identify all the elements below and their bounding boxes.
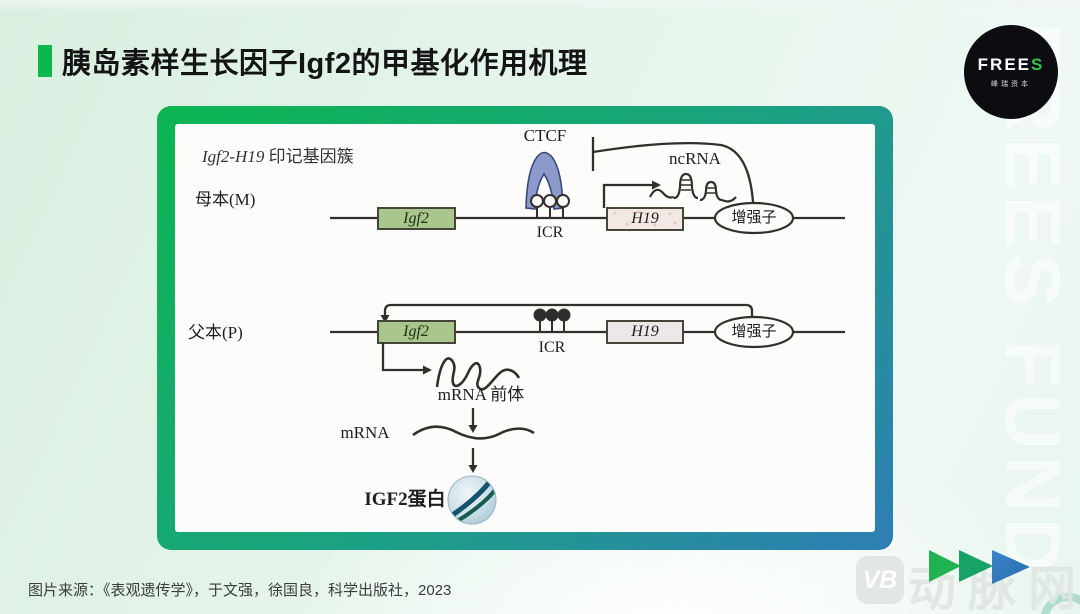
cluster-title: Igf2-H19 印记基因簇 — [202, 147, 354, 167]
icr-label-maternal: ICR — [536, 224, 564, 241]
h19-box-speckles — [613, 210, 677, 227]
enhancer-activation-line — [380, 303, 754, 323]
frees-logo-subtitle: 峰瑞资本 — [991, 81, 1031, 88]
diagram-frame: Igf2-H19 印记基因簇 母本(M) 父本(P) CTCF ICR ncRN… — [157, 106, 893, 550]
igf2-methylation-diagram — [330, 137, 845, 525]
icr-methylated-lollipops — [533, 308, 571, 332]
mrna-label: mRNA — [340, 423, 390, 442]
igf2-gene-label-maternal: Igf2 — [403, 210, 429, 227]
igf2-protein-sphere — [447, 475, 497, 525]
h19-box-paternal — [606, 320, 684, 344]
logo-text-main: FREE — [977, 55, 1031, 74]
mrna-precursor-label: mRNA 前体 — [437, 385, 525, 404]
ncrna-label: ncRNA — [669, 149, 721, 168]
icr-unmethylated-lollipops — [530, 194, 570, 218]
allele-lines — [330, 216, 845, 334]
diagram-panel: Igf2-H19 印记基因簇 母本(M) 父本(P) CTCF ICR ncRN… — [175, 124, 875, 532]
ctcf-label: CTCF — [523, 126, 567, 145]
enhancer-label-paternal: 增强子 — [731, 324, 777, 340]
source-note: 图片来源：《表观遗传学》，于文强，徐国良，科学出版社，2023 — [28, 582, 452, 599]
paternal-label: 父本(P) — [188, 323, 243, 342]
cluster-suffix: 印记基因簇 — [264, 147, 354, 166]
pre-mrna-squiggle — [435, 357, 521, 391]
translation-arrow — [468, 448, 478, 473]
h19-gene-label-maternal: H19 — [631, 210, 659, 227]
header: 胰岛素样生长因子Igf2的甲基化作用机理 — [38, 40, 588, 82]
logo-text-accent: S — [1031, 55, 1045, 74]
enhancer-label-maternal: 增强子 — [731, 210, 777, 226]
vb-badge: VB — [856, 556, 904, 604]
enhancer-oval-paternal — [713, 315, 795, 349]
frees-logo-wordmark: FREES — [978, 55, 1045, 75]
gene-boxes — [377, 207, 684, 344]
icr-label-paternal: ICR — [538, 339, 566, 356]
enhancer-block-line — [591, 137, 755, 203]
igf2-box-maternal — [377, 207, 456, 230]
igf2-gene-label-paternal: Igf2 — [403, 323, 429, 340]
protein-label: IGF2蛋白 — [364, 489, 446, 510]
h19-gene-label-paternal: H19 — [631, 323, 659, 340]
maternal-label: 母本(M) — [195, 190, 256, 209]
page-title: 胰岛素样生长因子Igf2的甲基化作用机理 — [62, 48, 588, 80]
frees-logo: FREES 峰瑞资本 — [964, 25, 1058, 119]
igf2-box-paternal — [377, 320, 456, 344]
mrna-wave — [412, 425, 535, 440]
enhancer-ovals — [713, 201, 795, 349]
h19-transcription-arrow — [602, 180, 661, 208]
ncrna-hairpin-structure — [649, 172, 737, 203]
igf2-transcription-arrow — [381, 343, 432, 375]
splicing-arrow — [468, 408, 478, 433]
title-accent-bar — [38, 45, 52, 77]
enhancer-oval-maternal — [713, 201, 795, 235]
vb-badge-text: VB — [862, 565, 898, 594]
cluster-gene-pair: Igf2-H19 — [202, 147, 265, 166]
